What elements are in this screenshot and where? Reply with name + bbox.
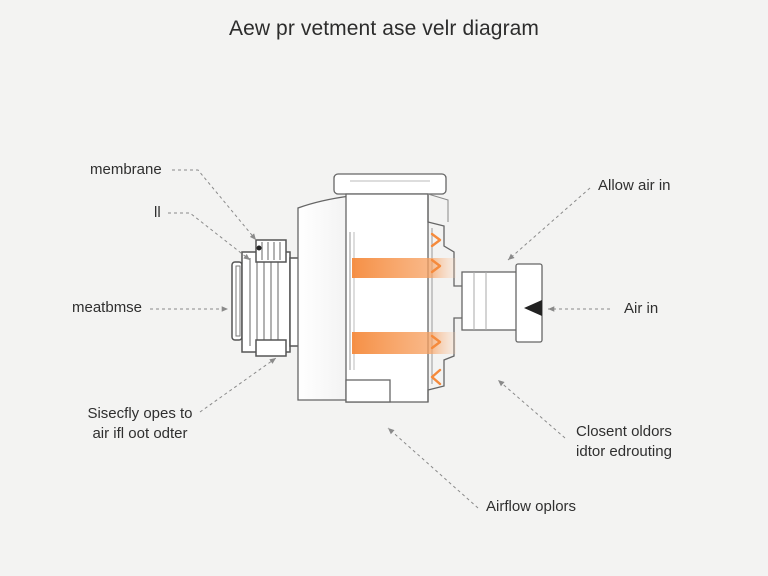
leader-allow-air-in [507,187,591,261]
label-ll: ll [154,204,161,221]
marker-dot [256,245,262,251]
airflow-chevron-icon [430,334,442,350]
leader-airflow-oplors [387,427,479,509]
label-closent-line2: idtor edrouting [576,443,672,460]
air-in-arrow-icon [524,300,542,316]
airflow-bands [352,258,456,354]
label-membrane: membrane [90,161,162,178]
outlet-pipe-body [461,271,519,331]
valve-body [297,173,467,403]
filter-cartridge [241,251,291,353]
membrane-inner-ring [235,265,241,337]
label-sisecfly-line2: air ifl oot odter [92,425,188,442]
leader-ll [168,212,251,261]
label-airflow-oplors: Airflow oplors [486,498,577,515]
valve-right-wall [427,194,467,402]
valve-top-cap [333,173,447,195]
leader-closent [497,379,566,439]
airflow-chevron-icon [430,368,442,386]
airflow-band-upper [352,258,456,278]
label-meatbmse: meatbmse [72,299,143,316]
valve-base [345,379,391,403]
airflow-band-lower [352,332,456,354]
diagram-title: Aew pr vetment ase velr diagram [228,17,540,40]
airflow-chevron-icon [430,232,442,248]
airflow-chevrons [430,232,442,386]
filter-cap-bottom [255,339,287,357]
label-sisecfly-line1: Sisecfly opes to [87,405,193,422]
label-closent-line1: Closent oldors [576,423,672,440]
filter-pleats [249,258,279,346]
filter-cap-top [255,239,287,263]
leader-membrane [172,169,257,241]
outlet-pipe [461,263,543,343]
leader-lines [150,169,610,509]
membrane-stack [231,239,301,357]
label-air-in: Air in [624,300,659,317]
valve-chamber [345,193,429,403]
airflow-chevron-icon [430,258,442,274]
valve-left-housing [297,195,351,401]
label-allow-air-in: Allow air in [598,177,671,194]
